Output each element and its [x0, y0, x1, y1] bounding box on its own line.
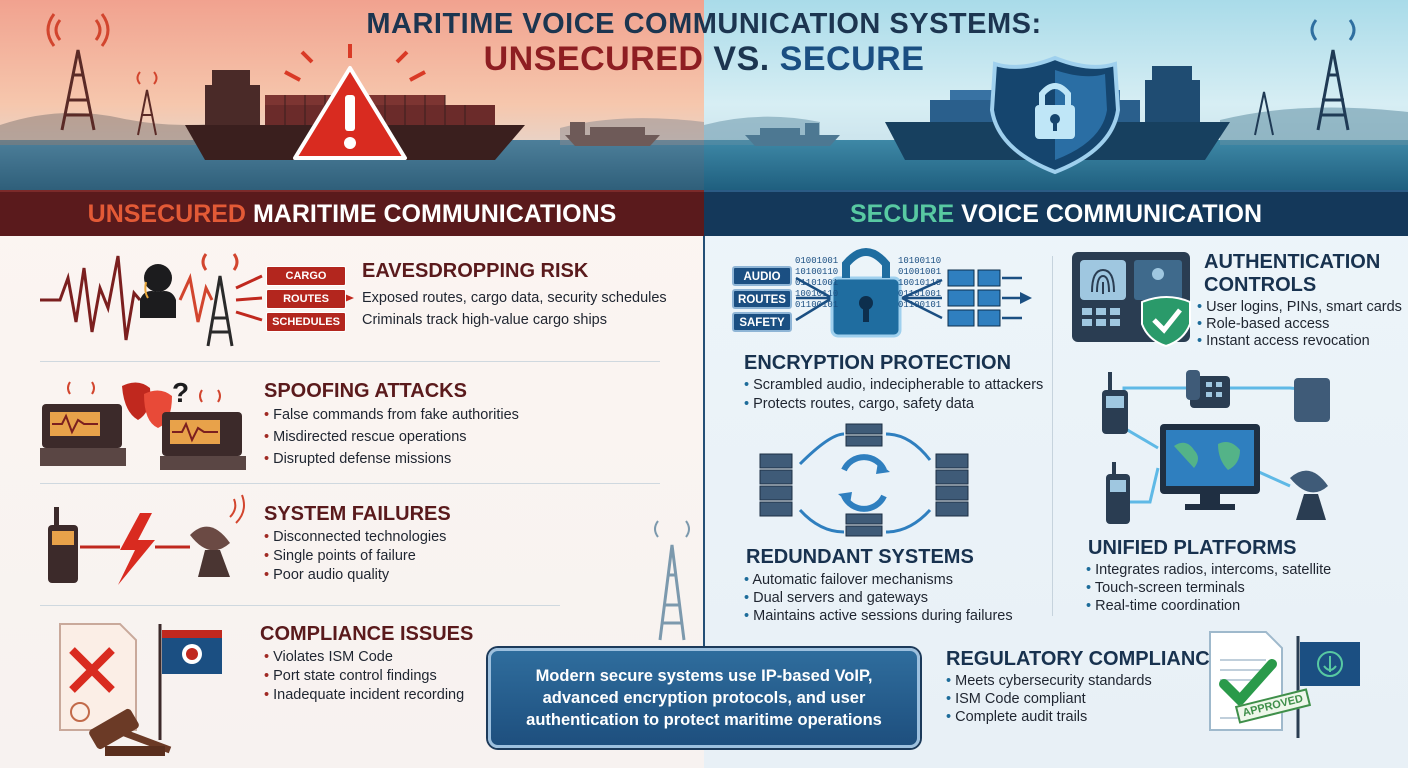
failures-title: SYSTEM FAILURES [264, 503, 451, 525]
walkie-talkie-icon [1106, 462, 1130, 524]
tag-schedules: SCHEDULES [266, 312, 346, 332]
flag-icon [158, 624, 222, 740]
failures-bullet-2: Single points of failure [264, 548, 416, 564]
authentication-bullet-2: Role-based access [1197, 316, 1329, 332]
tag-audio: AUDIO [732, 266, 792, 286]
satellite-dish-icon [190, 494, 245, 577]
compliance-bullet-2: Port state control findings [264, 668, 437, 684]
encryption-title: ENCRYPTION PROTECTION [744, 352, 1012, 374]
failures-bullet-1: Disconnected technologies [264, 529, 446, 545]
authentication-bullet-1: User logins, PINs, smart cards [1197, 299, 1402, 315]
secure-section-header: SECURE VOICE COMMUNICATION [704, 190, 1408, 236]
unified-bullet-3: Real-time coordination [1086, 598, 1240, 614]
title-vs: VS. [703, 40, 780, 78]
redundant-bullet-3: Maintains active sessions during failure… [744, 608, 1013, 624]
regulatory-title: REGULATORY COMPLIANCE [946, 648, 1224, 670]
radio-console-icon [40, 381, 126, 466]
radio-tower-icon [201, 253, 239, 347]
radio-tower-icon [654, 520, 690, 641]
encryption-bullet-1: Scrambled audio, indecipherable to attac… [744, 377, 1043, 393]
walkie-talkie-icon [48, 507, 78, 583]
authentication-bullet-3: Instant access revocation [1197, 333, 1370, 349]
band-highlight-unsecured: UNSECURED [87, 200, 246, 228]
section-divider [40, 483, 660, 484]
page-title: MARITIME VOICE COMMUNICATION SYSTEMS: [366, 8, 1042, 40]
summary-callout-text: Modern secure systems use IP-based VoIP,… [526, 667, 882, 729]
redundant-title: REDUNDANT SYSTEMS [746, 546, 974, 568]
band-highlight-secure: SECURE [849, 200, 955, 228]
eavesdropping-line-2: Criminals track high-value cargo ships [362, 312, 607, 328]
desk-phone-icon [1186, 370, 1230, 408]
spoofing-bullet-3: Disrupted defense missions [264, 451, 451, 467]
redundant-bullet-1: Automatic failover mechanisms [744, 572, 953, 588]
spoofing-bullet-2: Misdirected rescue operations [264, 429, 466, 445]
svg-text:?: ? [172, 377, 189, 408]
eavesdropping-line-1: Exposed routes, cargo data, security sch… [362, 290, 667, 306]
compliance-illustration [59, 623, 222, 756]
regulatory-bullet-2: ISM Code compliant [946, 691, 1086, 707]
compliance-bullet-1: Violates ISM Code [264, 649, 393, 665]
redundant-bullet-2: Dual servers and gateways [744, 590, 928, 606]
regulatory-bullet-1: Meets cybersecurity standards [946, 673, 1152, 689]
shield-lock-icon [989, 55, 1121, 175]
tag-safety: SAFETY [732, 312, 792, 332]
unified-title: UNIFIED PLATFORMS [1088, 537, 1297, 559]
band-text-right: VOICE COMMUNICATION [954, 200, 1263, 228]
regulatory-bullet-3: Complete audit trails [946, 709, 1087, 725]
tag-routes-secure: ROUTES [732, 289, 792, 309]
radio-console-icon [160, 389, 246, 470]
page-subtitle: UNSECURED VS. SECURE [200, 40, 1208, 79]
authentication-title-line2: CONTROLS [1204, 274, 1317, 296]
compliance-title: COMPLIANCE ISSUES [260, 623, 474, 645]
server-icon [935, 453, 969, 517]
unified-illustration [1102, 370, 1330, 524]
failures-illustration [48, 494, 245, 585]
eavesdropping-illustration [40, 253, 354, 347]
document-x-icon [59, 623, 137, 731]
checklist-approved-icon [1209, 631, 1360, 738]
right-column-divider [1052, 256, 1053, 616]
compliance-bullet-3: Inadequate incident recording [264, 687, 464, 703]
server-icon [759, 453, 793, 517]
encryption-bullet-2: Protects routes, cargo, safety data [744, 396, 974, 412]
title-secure: SECURE [779, 40, 925, 78]
spoofing-title: SPOOFING ATTACKS [264, 380, 467, 402]
section-divider [40, 605, 560, 606]
spoofing-illustration: ? [40, 377, 246, 470]
satellite-dish-icon [1290, 470, 1328, 520]
tag-routes: ROUTES [266, 289, 346, 309]
eavesdropping-title: EAVESDROPPING RISK [362, 260, 589, 282]
lightning-icon [118, 513, 155, 585]
head-silhouette-icon [140, 264, 176, 318]
summary-callout: Modern secure systems use IP-based VoIP,… [488, 648, 920, 748]
gavel-icon [89, 708, 172, 756]
authentication-title-line1: AUTHENTICATION [1204, 251, 1381, 273]
band-text-left: MARITIME COMMUNICATIONS [246, 200, 617, 228]
radio-tower-icon [46, 13, 110, 131]
padlock-icon [830, 248, 902, 338]
walkie-talkie-icon [1102, 372, 1128, 434]
encryption-illustration [795, 248, 1032, 338]
monitor-map-icon [1160, 424, 1260, 510]
center-divider [703, 236, 705, 656]
unsecured-section-header: UNSECURED MARITIME COMMUNICATIONS [0, 190, 704, 236]
authentication-illustration [1072, 252, 1191, 348]
failures-bullet-3: Poor audio quality [264, 567, 389, 583]
flag-icon [1296, 636, 1360, 738]
warning-triangle-icon [284, 44, 426, 160]
unified-bullet-1: Integrates radios, intercoms, satellite [1086, 562, 1331, 578]
redundant-illustration [759, 423, 969, 537]
server-icon [845, 423, 883, 537]
spoofing-bullet-1: False commands from fake authorities [264, 407, 519, 423]
section-divider [40, 361, 660, 362]
title-unsecured: UNSECURED [483, 40, 704, 78]
unified-bullet-2: Touch-screen terminals [1086, 580, 1245, 596]
soundwave-icon [40, 255, 142, 341]
tag-cargo: CARGO [266, 266, 346, 286]
header-scene [0, 13, 1408, 175]
